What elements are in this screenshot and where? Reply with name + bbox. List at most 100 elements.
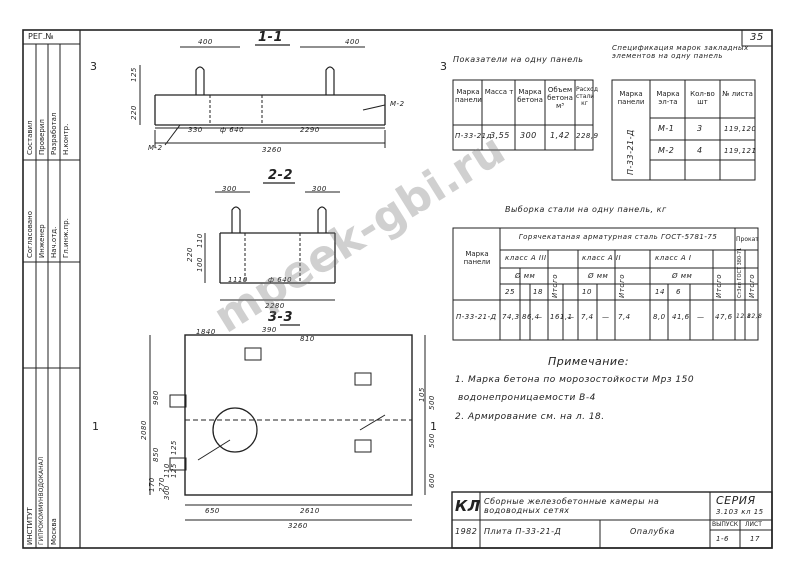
steel-v-a1-total: 47,6: [715, 313, 733, 321]
dim-s11-125: 125: [130, 67, 138, 82]
cut-mark-right: 3: [440, 60, 447, 73]
sheet-frame: [22, 29, 773, 549]
ind-header-steel: Расход стали кг: [576, 86, 598, 107]
steel-v-rolled-total: 12,8: [747, 313, 763, 320]
strip-mid-line-1: Согласовано: [26, 210, 34, 258]
spec-row2-qty: 4: [697, 146, 703, 155]
ind-header-volume: Объем бетона м³: [547, 86, 573, 110]
spec-caption: Спецификация марок закладных элементов н…: [612, 44, 749, 60]
dim-s11-400b: 400: [345, 38, 360, 46]
steel-v-a2-x2: —: [602, 313, 610, 321]
steel-sub-dia-14: 14: [655, 288, 665, 296]
notes-title: Примечание:: [548, 355, 630, 368]
steel-total-a1: Итого: [715, 273, 723, 298]
steel-v-a2-10: 7,4: [581, 313, 594, 321]
ind-row-concrete: 300: [520, 131, 537, 140]
strip-mid-line-3: Нач.отд.: [50, 226, 58, 258]
steel-total-rolled: Итого: [748, 273, 756, 298]
steel-v-a2-x1: —: [567, 313, 575, 321]
steel-v-rolled: 12,8: [736, 313, 752, 320]
ind-header-concrete: Марка бетона: [517, 88, 543, 104]
cut-mark-right-1: 1: [430, 420, 437, 433]
steel-class-a2: класс А II: [582, 254, 622, 262]
spec-header-element: Марка эл-та: [656, 90, 680, 106]
dim-s11-2290: 2290: [300, 126, 320, 134]
title-series-value: 3.103 кл 15: [716, 508, 764, 516]
dim-s22-1110: 1110: [228, 276, 248, 284]
steel-v-a3-25: 74,3: [502, 313, 520, 321]
steel-v-a1-x: —: [697, 313, 705, 321]
page-number: 35: [750, 32, 764, 43]
embedded-m2-left: М-2: [148, 144, 163, 152]
title-sheet-label: ЛИСТ: [745, 521, 762, 528]
steel-total-a2: Итого: [618, 273, 626, 298]
steel-dia-a1: Ø мм: [672, 272, 693, 280]
embedded-m2-right: М-2: [390, 100, 405, 108]
dim-s22-110: 110: [196, 233, 204, 248]
ind-header-mass: Масса т: [484, 88, 514, 96]
spec-row1-element: М-1: [658, 124, 675, 133]
section-1-1-title: 1-1: [258, 30, 283, 45]
strip-bottom-line-2: ГИПРОКОММУНВОДОКАНАЛ: [38, 456, 45, 545]
strip-top-line-1: Составил: [26, 120, 34, 155]
dim-s33-980: 980: [152, 390, 160, 405]
title-drawing: Плита П-33-21-Д: [484, 527, 562, 536]
strip-top-line-4: Н.контр.: [62, 123, 70, 155]
dim-s22-220: 220: [186, 247, 194, 262]
strip-bottom-line-1: ИНСТИТУТ: [26, 507, 34, 545]
ind-row-mark: П-33-21д: [455, 132, 492, 140]
note-line-1: 1. Марка бетона по морозостойкости Мрз 1…: [455, 375, 695, 385]
note-line-3: 2. Армирование см. на л. 18.: [455, 412, 605, 422]
reg-label: РЕГ.№: [28, 32, 54, 41]
steel-total-a3: Итого: [551, 273, 559, 298]
dim-s33-2610: 2610: [300, 507, 320, 515]
dim-s33-850: 850: [152, 447, 160, 462]
steel-class-a3: класс А III: [505, 254, 547, 262]
dim-s33-125a: 125: [170, 463, 178, 478]
strip-bottom-line-3: Москва: [50, 518, 58, 545]
indicators-caption: Показатели на одну панель: [453, 55, 584, 64]
steel-v-a2-total: 7,4: [618, 313, 631, 321]
spec-panel-mark: П-33-21-Д: [626, 129, 635, 175]
dim-s33-500b: 500: [428, 433, 436, 448]
dim-s33-270: 270: [158, 477, 166, 492]
dim-s33-2080: 2080: [140, 420, 148, 440]
ind-row-steel: 228,9: [576, 132, 599, 140]
steel-rolled: Прокат: [736, 236, 759, 243]
title-type: Опалубка: [630, 527, 675, 536]
title-issue-label: ВЫПУСК: [712, 521, 739, 528]
dim-s11-400a: 400: [198, 38, 213, 46]
page-number-box: [741, 29, 773, 47]
dim-s33-125b: 125: [170, 440, 178, 455]
dim-s22-300a: 300: [222, 185, 237, 193]
steel-v-a3-18: 86,4: [522, 313, 540, 321]
cut-mark-left-1: 1: [92, 420, 99, 433]
steel-class-a1: класс А I: [655, 254, 692, 262]
title-description: Сборные железобетонные камеры на водовод…: [484, 497, 660, 515]
ind-row-mass: 3,55: [490, 131, 510, 140]
steel-row-mark: П-33-21-Д: [456, 313, 497, 321]
steel-v-a3-total: 161,1: [550, 313, 573, 321]
title-kl: КЛ: [455, 497, 481, 515]
ind-row-volume: 1,42: [550, 131, 570, 140]
spec-header-panel: Марка панели: [617, 90, 645, 106]
steel-sub-dia-18: 18: [533, 288, 543, 296]
strip-top-line-3: Разработал: [50, 112, 58, 155]
spec-row1-sheet: 119,120: [724, 125, 757, 133]
dim-s33-3260: 3260: [288, 522, 308, 530]
spec-header-sheet: № листа: [722, 90, 753, 98]
spec-header-qty: Кол-во шт: [690, 90, 715, 106]
spec-row2-element: М-2: [658, 146, 675, 155]
dim-s33-105: 105: [418, 387, 426, 402]
steel-v-a1-14: 8,0: [653, 313, 666, 321]
steel-sub-dia-6: 6: [676, 288, 681, 296]
spec-row1-qty: 3: [697, 124, 703, 133]
steel-group-title: Горячекатаная арматурная сталь ГОСТ-5781…: [518, 233, 718, 241]
spec-row2-sheet: 119,121: [724, 147, 757, 155]
ind-header-mark: Марка панели: [455, 88, 482, 104]
steel-dia-a2: Ø мм: [588, 272, 609, 280]
cut-mark-left: 3: [90, 60, 97, 73]
dim-s11-640: ф 640: [220, 126, 245, 134]
